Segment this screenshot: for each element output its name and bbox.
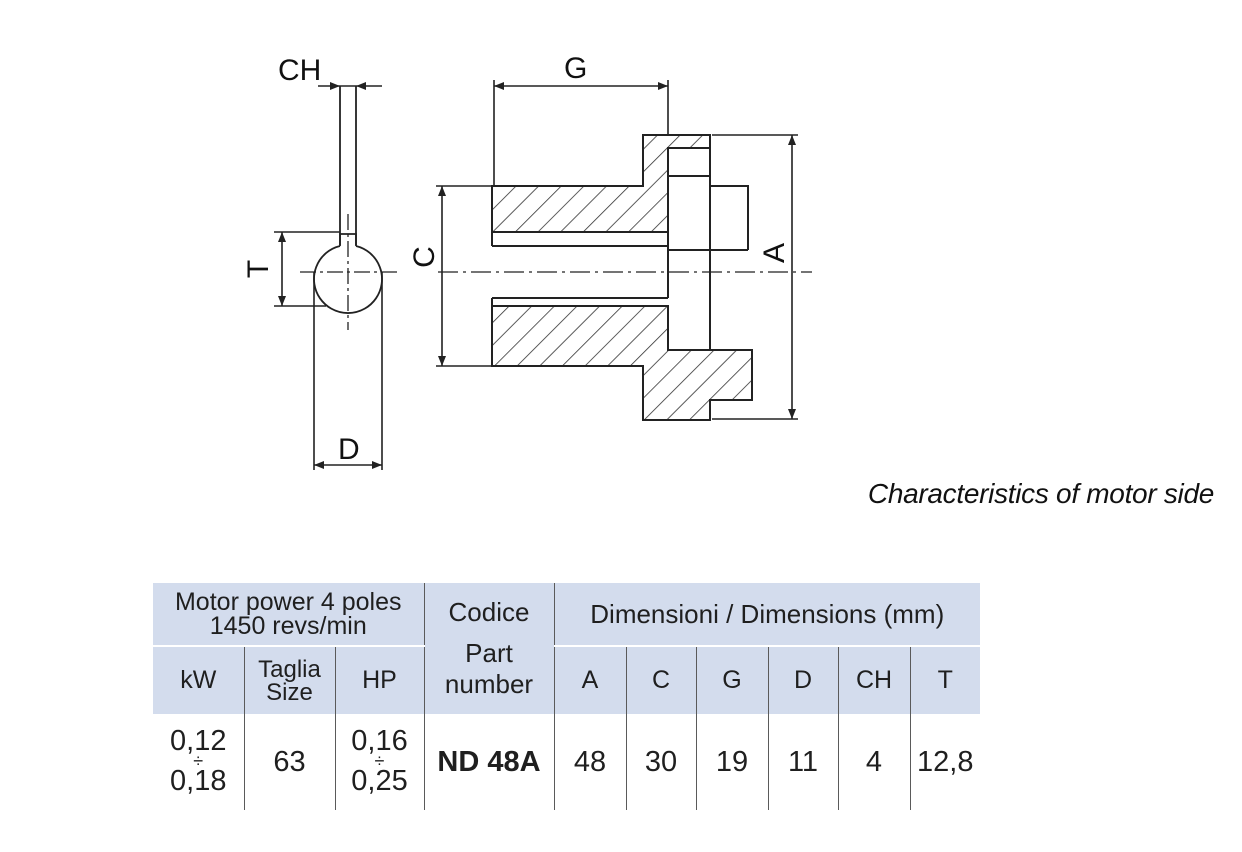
hub-lower-section [491,305,753,421]
dim-header-t: T [910,646,980,714]
hp-header: HP [335,646,425,714]
table-row: 0,12 ÷ 0,18 63 0,16 ÷ 0,25 ND 48A 48 30 … [153,714,980,810]
dimension-ch: CH [278,54,382,90]
dim-header-ch: CH [838,646,911,714]
drawing-caption: Characteristics of motor side [867,478,1214,509]
dim-value-a: 48 [554,714,627,810]
dimensions-header: Dimensioni / Dimensions (mm) [554,583,980,647]
bore-end-view [300,86,398,330]
label-ch: CH [278,54,321,87]
dimension-a: A [712,134,798,420]
part-header-line3: number [444,669,534,699]
hub-upper-section [491,134,711,233]
dim-header-a: A [554,646,627,714]
kw-header: kW [153,646,245,714]
motor-power-header: Motor power 4 poles 1450 revs/min [153,583,425,647]
part-header-line2: Part [465,638,513,668]
dimension-t: T [242,231,340,307]
dim-header-d: D [768,646,839,714]
label-g: G [564,52,587,85]
label-t: T [242,260,275,278]
size-header-line2: Size [266,678,313,706]
technical-drawing: CH T D [242,52,812,470]
hp-to-value: 0,25 [351,765,408,797]
dim-header-g: G [696,646,769,714]
size-header-line1: Taglia [258,655,321,683]
jaw-outline [667,148,749,250]
dimension-c: C [408,185,492,367]
dim-value-ch: 4 [838,714,911,810]
range-divider-icon: ÷ [193,751,204,771]
specifications-table: Motor power 4 poles 1450 revs/min Codice… [153,583,980,810]
label-c: C [408,246,441,268]
hp-range-cell: 0,16 ÷ 0,25 [335,714,425,810]
dim-value-t: 12,8 [910,714,980,810]
dim-value-g: 19 [696,714,769,810]
range-divider-icon: ÷ [374,751,385,771]
dim-value-d: 11 [768,714,839,810]
dimension-g: G [493,52,669,186]
size-cell: 63 [244,714,336,810]
motor-speed-title: 1450 revs/min [209,612,367,640]
motor-power-title: Motor power 4 poles [174,588,402,616]
hp-from-value: 0,16 [351,725,408,757]
kw-from-value: 0,12 [170,725,227,757]
hub-cross-section [438,134,812,421]
dim-header-c: C [626,646,697,714]
part-header-line1: Codice [448,597,530,627]
kw-range-cell: 0,12 ÷ 0,18 [153,714,245,810]
dimension-d: D [313,272,383,470]
kw-to-value: 0,18 [170,765,227,797]
label-a: A [758,243,791,263]
dim-value-c: 30 [626,714,697,810]
part-number-cell: ND 48A [424,714,555,810]
size-header: Taglia Size [244,646,336,714]
label-d: D [338,433,360,466]
part-number-header: Codice Part number [424,583,555,714]
